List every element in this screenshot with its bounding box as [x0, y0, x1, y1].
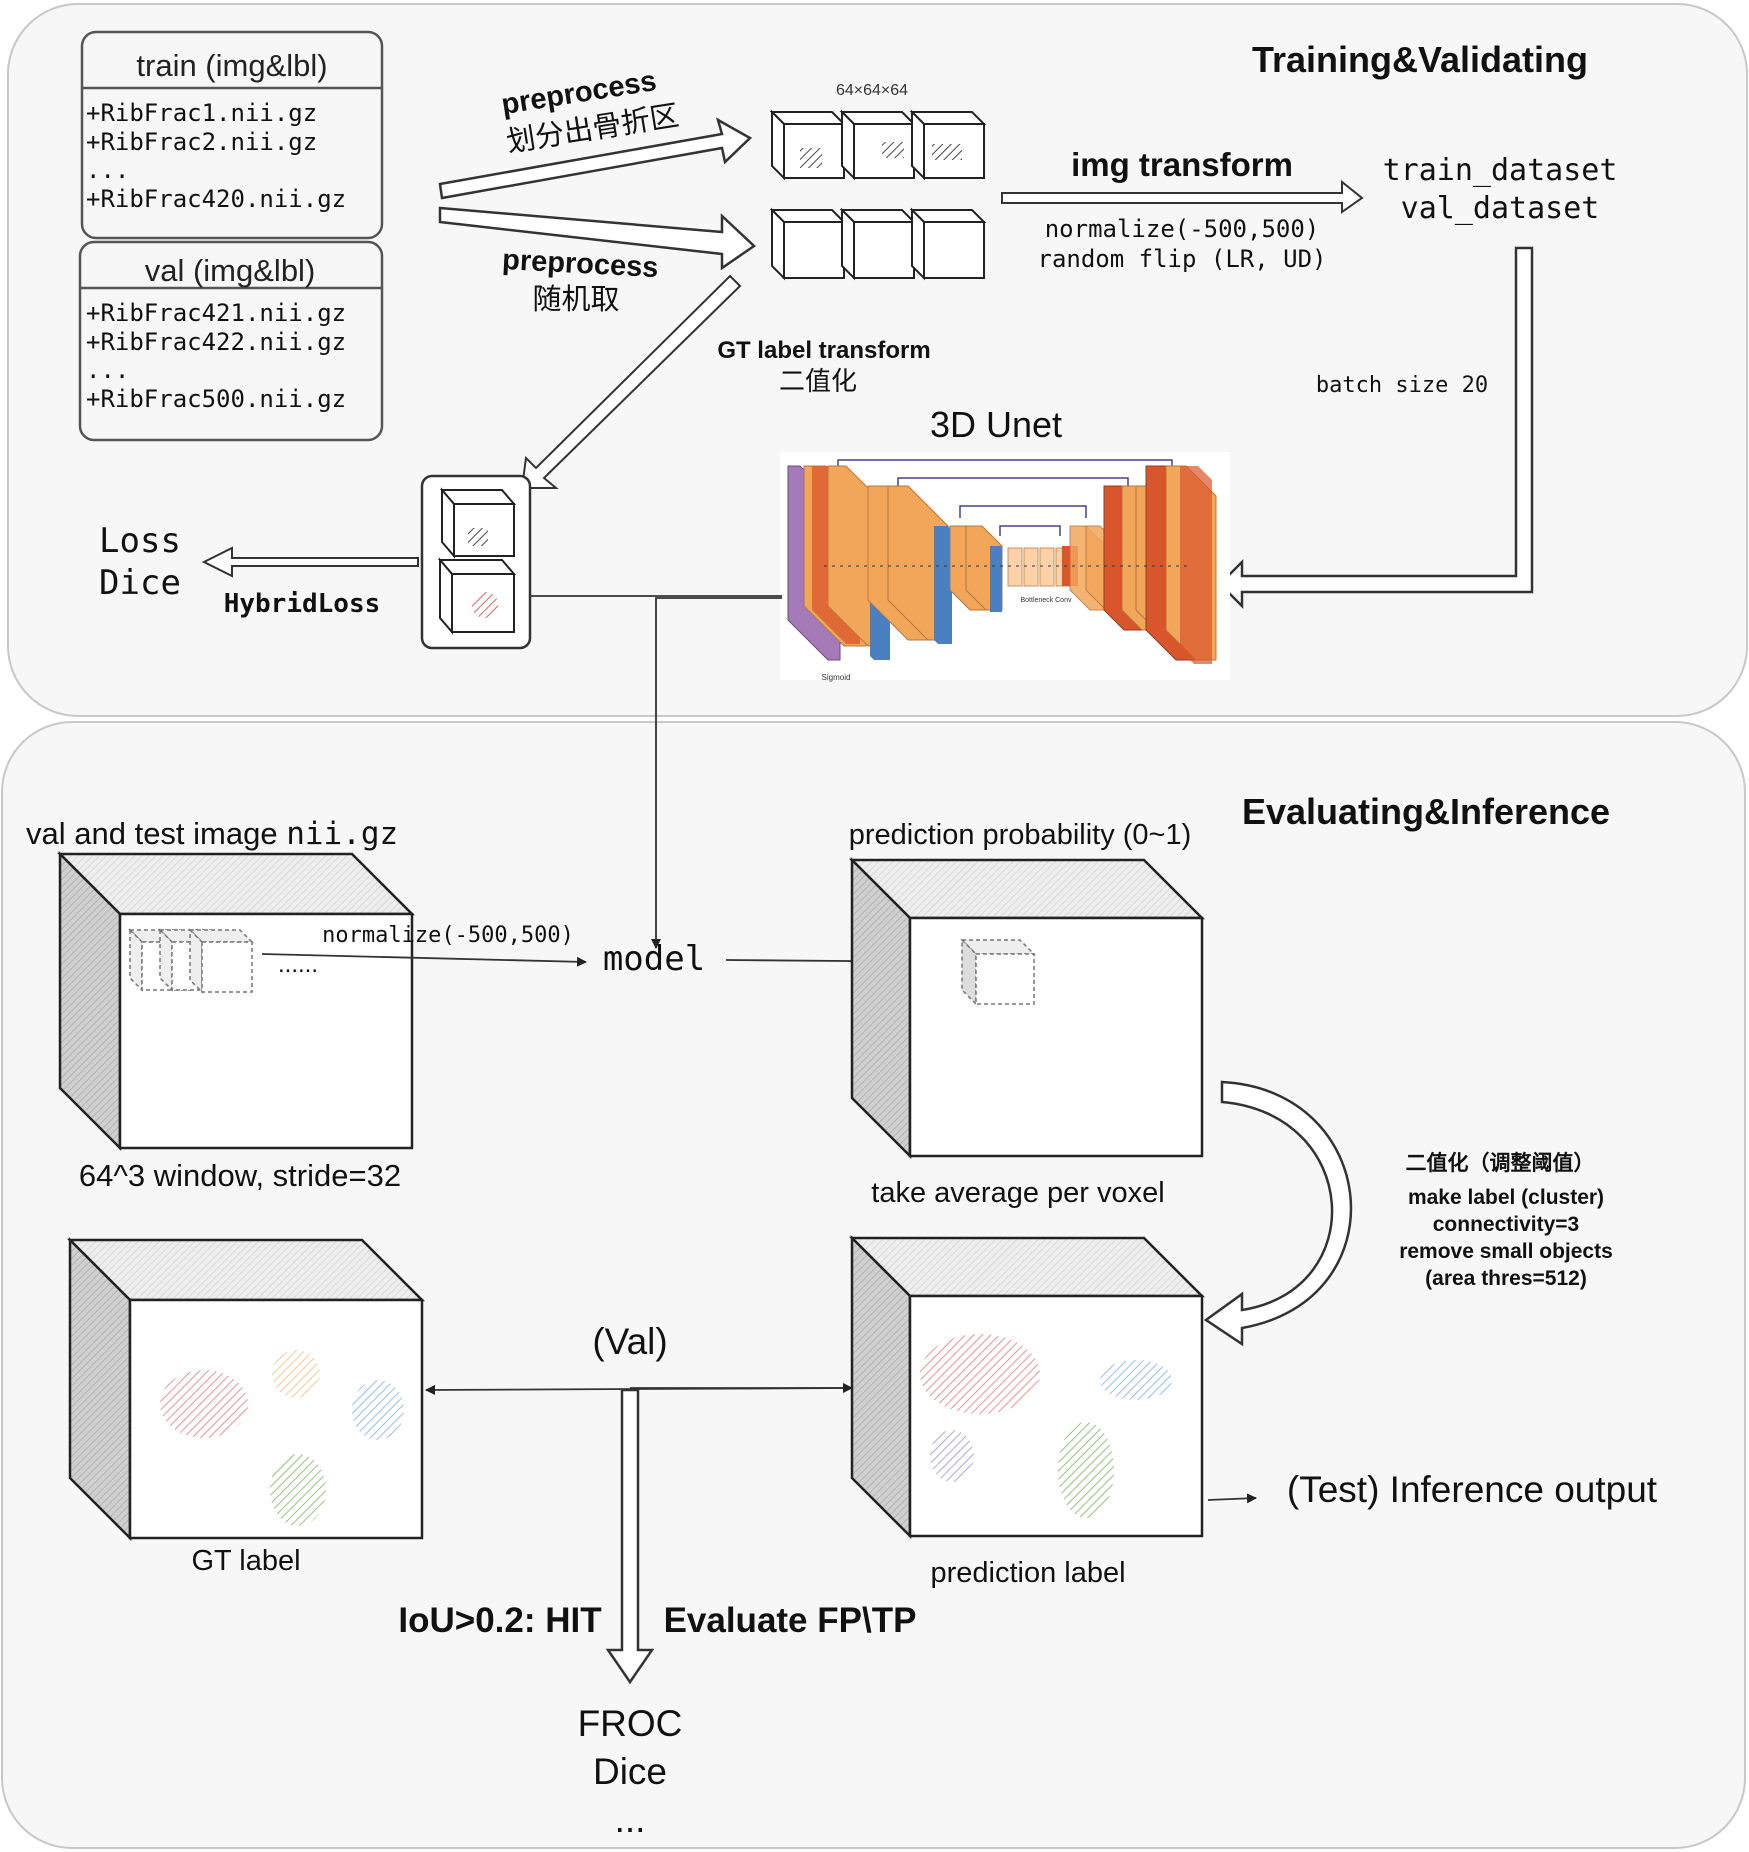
- hybrid-loss-arrow: [201, 546, 419, 578]
- gt-label-cube: [66, 1236, 426, 1542]
- metric-dice: Dice: [593, 1751, 667, 1792]
- img-transform-step: random flip (LR, UD): [1038, 245, 1327, 273]
- postprocess-step: remove small objects: [1399, 1240, 1613, 1263]
- evaluating-title: Evaluating&Inference: [1242, 791, 1610, 832]
- iou-label: IoU>0.2: HIT: [398, 1601, 601, 1640]
- fracture-patch-cubes: [769, 109, 987, 181]
- val-file-item: ...: [86, 356, 129, 384]
- postprocess-step: (area thres=512): [1425, 1267, 1587, 1290]
- postprocess-title: 二值化（调整阈值）: [1406, 1151, 1595, 1175]
- train-file-item: +RibFrac2.nii.gz: [86, 128, 317, 156]
- probability-title: prediction probability (0~1): [849, 819, 1192, 851]
- probability-volume-cube: [848, 856, 1206, 1160]
- gt-transform-arrow: [520, 274, 742, 489]
- unet-sigmoid-label: Sigmoid: [822, 673, 851, 682]
- evaluate-label: Evaluate FP\TP: [664, 1601, 917, 1640]
- train-dataset-label: train_dataset: [1383, 153, 1618, 188]
- img-transform-title: img transform: [1071, 146, 1293, 183]
- normalize-label: normalize(-500,500): [322, 923, 574, 948]
- val-file-item: +RibFrac421.nii.gz: [86, 299, 346, 327]
- val-label: (Val): [592, 1321, 667, 1362]
- prediction-label-cube: [848, 1234, 1206, 1540]
- val-file-item: +RibFrac422.nii.gz: [86, 328, 346, 356]
- loss-label: Loss: [99, 521, 181, 561]
- window-to-model-arrow: [261, 953, 587, 967]
- training-title: Training&Validating: [1252, 39, 1588, 80]
- postprocess-step: make label (cluster): [1408, 1186, 1604, 1209]
- evaluate-down-arrow: [605, 1388, 655, 1685]
- metric-froc: FROC: [578, 1703, 683, 1744]
- val-file-box: val (img&lbl) +RibFrac421.nii.gz +RibFra…: [78, 240, 384, 442]
- preprocess-bottom-sublabel: 随机取: [532, 283, 619, 316]
- unet-title: 3D Unet: [930, 404, 1062, 445]
- model-label: model: [603, 939, 705, 979]
- input-label: val and test image nii.gz: [26, 816, 398, 852]
- test-output-label: (Test) Inference output: [1287, 1469, 1658, 1510]
- probability-caption: take average per voxel: [871, 1177, 1164, 1209]
- dice-label: Dice: [99, 563, 181, 603]
- random-patch-cubes: [769, 207, 987, 281]
- val-dataset-label: val_dataset: [1401, 191, 1600, 226]
- gt-label-caption: GT label: [191, 1545, 300, 1577]
- train-box-header: train (img&lbl): [136, 48, 327, 83]
- patch-size-label: 64×64×64: [836, 82, 908, 99]
- hybrid-loss-label: HybridLoss: [224, 589, 381, 619]
- gt-transform-sublabel: 二值化: [779, 366, 857, 396]
- batch-size-label: batch size 20: [1316, 373, 1488, 398]
- unet-diagram: Sigmoid Bottleneck Conv: [780, 452, 1230, 682]
- window-caption: 64^3 window, stride=32: [79, 1158, 401, 1193]
- val-box-header: val (img&lbl): [145, 253, 316, 288]
- img-transform-step: normalize(-500,500): [1045, 215, 1320, 243]
- unet-bottleneck-label: Bottleneck Conv: [1021, 597, 1072, 604]
- preprocess-top-arrow: [438, 117, 753, 200]
- model-transfer-line: [651, 597, 782, 949]
- test-output-arrow: [1207, 1493, 1257, 1504]
- loss-cube-group: [420, 474, 532, 650]
- train-file-item: +RibFrac420.nii.gz: [86, 185, 346, 213]
- postprocess-step: connectivity=3: [1433, 1213, 1579, 1236]
- gt-transform-title: GT label transform: [717, 337, 930, 364]
- batch-arrow: [1218, 246, 1534, 610]
- input-volume-cube: [56, 850, 416, 1152]
- val-file-item: +RibFrac500.nii.gz: [86, 385, 346, 413]
- prediction-label-caption: prediction label: [930, 1557, 1125, 1589]
- train-file-item: +RibFrac1.nii.gz: [86, 99, 317, 127]
- metric-more: ...: [615, 1799, 646, 1840]
- postprocess-arrow: [1203, 1080, 1353, 1347]
- img-transform-arrow: [1001, 179, 1364, 214]
- preprocess-bottom-arrow: [438, 206, 756, 271]
- train-file-box: train (img&lbl) +RibFrac1.nii.gz +RibFra…: [80, 30, 384, 240]
- train-file-item: ...: [86, 156, 129, 184]
